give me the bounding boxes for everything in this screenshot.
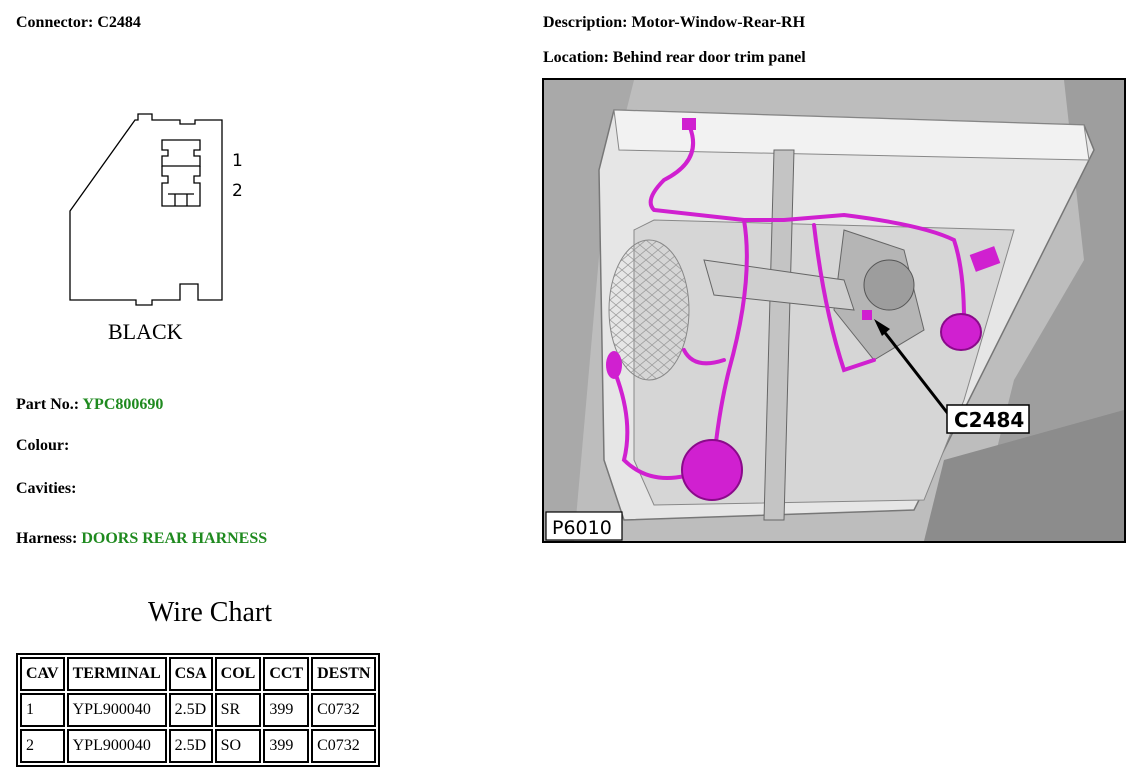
wire-chart-table: CAV TERMINAL CSA COL CCT DESTN 1 YPL9000…	[16, 653, 381, 767]
colour-line: Colour:	[16, 437, 69, 455]
pin-1-label: 1	[232, 151, 243, 171]
colour-label: Colour:	[16, 437, 70, 454]
connector-face-diagram: 1 2 BLACK	[69, 113, 243, 344]
cell-terminal: YPL900040	[66, 729, 167, 763]
cell-terminal: YPL900040	[66, 693, 167, 727]
connector-label: Connector:	[16, 14, 94, 31]
cell-col: SO	[214, 729, 262, 763]
cell-cav: 2	[20, 729, 65, 763]
connector-value: C2484	[97, 14, 141, 31]
cell-col: SR	[214, 693, 262, 727]
figure-ref-label: P6010	[552, 517, 612, 539]
table-row: 1 YPL900040 2.5D SR 399 C0732	[20, 693, 377, 727]
callout-label: C2484	[954, 408, 1024, 432]
wire-chart-header-row: CAV TERMINAL CSA COL CCT DESTN	[20, 657, 377, 691]
location-figure: C2484 P6010	[542, 78, 1126, 543]
connector-location-marker	[862, 310, 872, 320]
cell-cct: 399	[263, 693, 310, 727]
header-cav: CAV	[20, 657, 65, 691]
location-line: Location: Behind rear door trim panel	[543, 49, 806, 67]
callout-box	[946, 404, 1030, 434]
cell-csa: 2.5D	[168, 729, 213, 763]
cell-cav: 1	[20, 693, 65, 727]
cavity-1	[161, 139, 201, 167]
description-value: Motor-Window-Rear-RH	[631, 14, 806, 31]
description-line: Description: Motor-Window-Rear-RH	[543, 14, 805, 32]
header-terminal: TERMINAL	[66, 657, 167, 691]
door-illustration: C2484 P6010	[544, 80, 1124, 541]
cell-cct: 399	[263, 729, 310, 763]
part-no-value: YPC800690	[82, 396, 164, 413]
cavities-label: Cavities:	[16, 480, 77, 497]
header-destn: DESTN	[311, 657, 377, 691]
cell-destn: C0732	[311, 729, 377, 763]
part-no-label: Part No.:	[16, 396, 80, 413]
description-label: Description:	[543, 14, 628, 31]
header-csa: CSA	[168, 657, 213, 691]
header-col: COL	[214, 657, 262, 691]
part-no-line: Part No.: YPC800690	[16, 396, 163, 414]
cavities-line: Cavities:	[16, 480, 76, 498]
location-value: Behind rear door trim panel	[612, 49, 806, 66]
cell-csa: 2.5D	[168, 693, 213, 727]
cavity-2	[161, 166, 201, 207]
cell-destn: C0732	[311, 693, 377, 727]
table-row: 2 YPL900040 2.5D SO 399 C0732	[20, 729, 377, 763]
wire-chart-title: Wire Chart	[147, 597, 273, 628]
harness-label: Harness:	[16, 530, 78, 547]
header-cct: CCT	[263, 657, 310, 691]
connector-line: Connector: C2484	[16, 14, 141, 32]
harness-value: DOORS REAR HARNESS	[81, 530, 268, 547]
pin-2-label: 2	[232, 181, 243, 201]
location-label: Location:	[543, 49, 609, 66]
connector-color-label: BLACK	[108, 319, 183, 344]
harness-line: Harness: DOORS REAR HARNESS	[16, 530, 267, 548]
